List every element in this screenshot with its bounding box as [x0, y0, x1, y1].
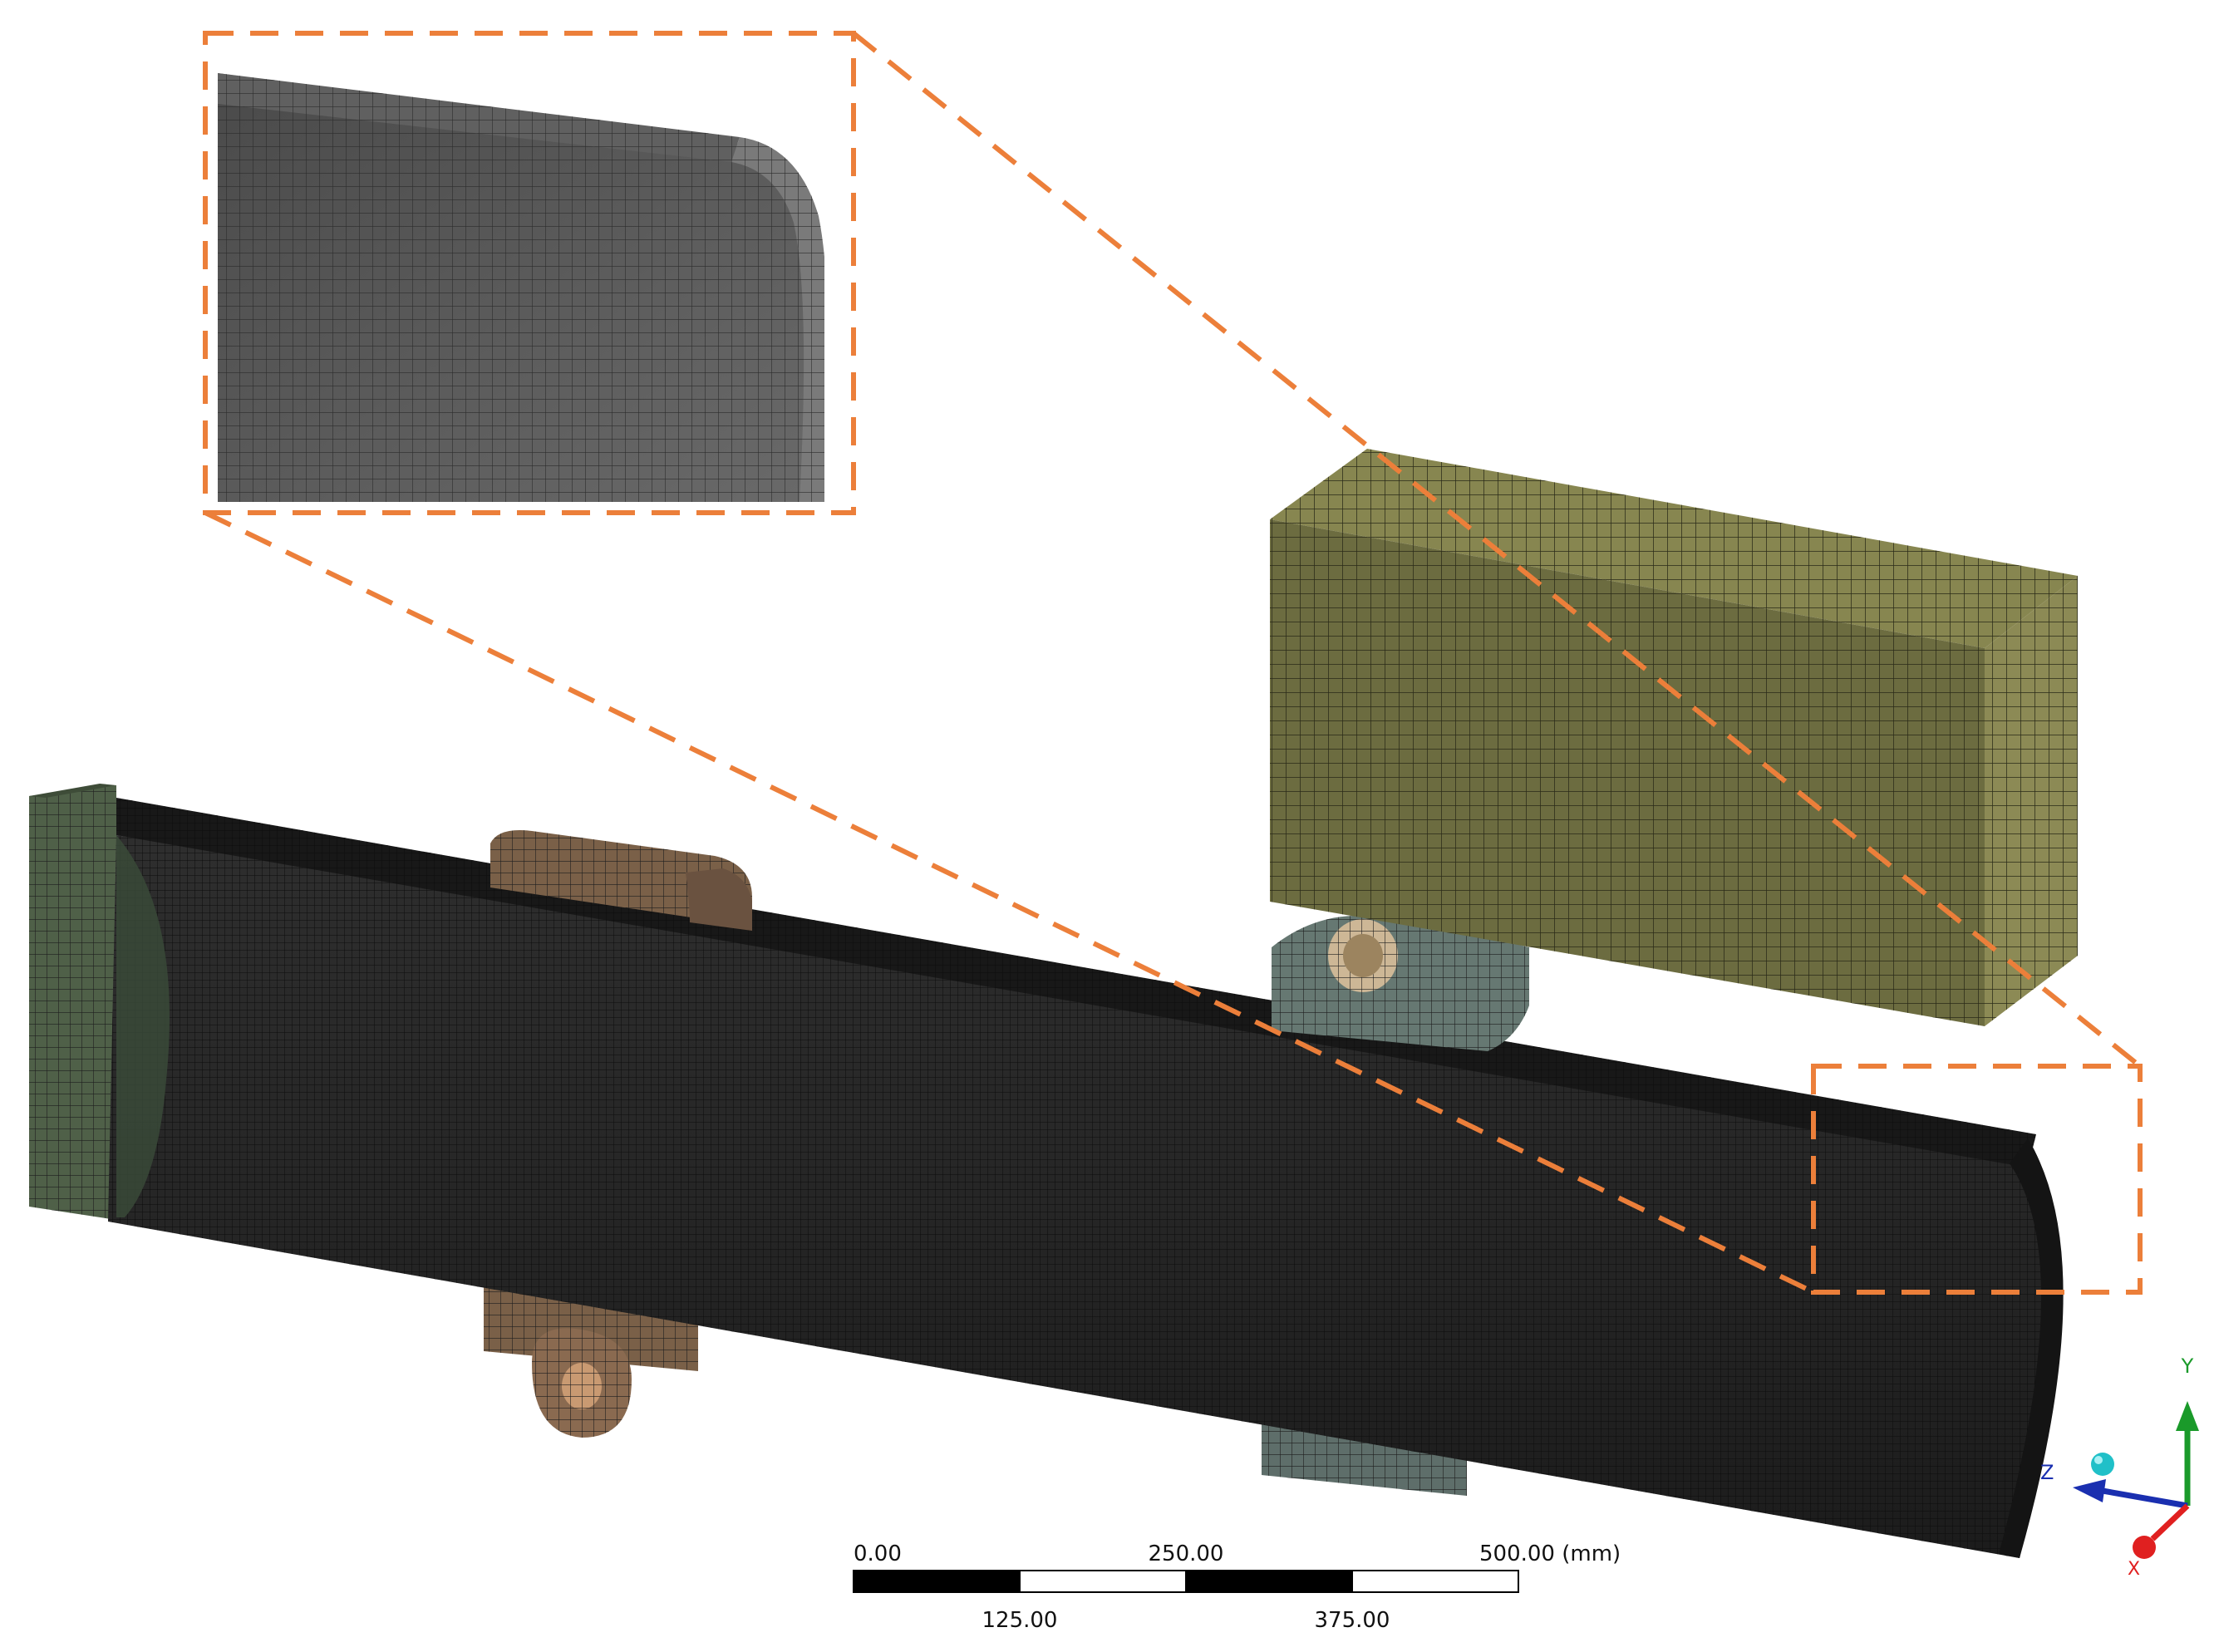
callout-connector-bottom	[204, 510, 1815, 1295]
callout-connector-top	[852, 31, 2142, 1069]
detail-inset-frame	[203, 31, 856, 515]
scale-label-0: 0.00	[854, 1541, 902, 1566]
scale-label-250: 250.00	[1149, 1541, 1224, 1566]
support-clamp-brown-upper[interactable]	[490, 830, 752, 931]
scale-label-500: 500.00 (mm)	[1479, 1541, 1621, 1566]
end-plate[interactable]	[29, 784, 116, 1220]
scale-label-375: 375.00	[1315, 1608, 1390, 1633]
detail-view-inset	[218, 73, 824, 502]
triad-x-label: X	[2128, 1559, 2140, 1580]
pipe-end-rim	[1999, 1138, 2064, 1558]
scale-bar: 0.00 250.00 500.00 (mm) 125.00 375.00	[853, 1541, 1621, 1633]
coordinate-triad-icon[interactable]: Y Z X	[2040, 1355, 2199, 1580]
detail-source-frame	[1811, 1064, 2143, 1295]
triad-z-label: Z	[2040, 1461, 2054, 1484]
rigid-block[interactable]	[1270, 449, 2078, 1026]
support-clamp-gray-upper[interactable]	[1272, 915, 1529, 1051]
mesh-model[interactable]	[29, 449, 2078, 1558]
detail-callout-outline	[203, 31, 2143, 1295]
scale-label-125: 125.00	[982, 1608, 1058, 1633]
triad-y-label: Y	[2181, 1355, 2194, 1378]
